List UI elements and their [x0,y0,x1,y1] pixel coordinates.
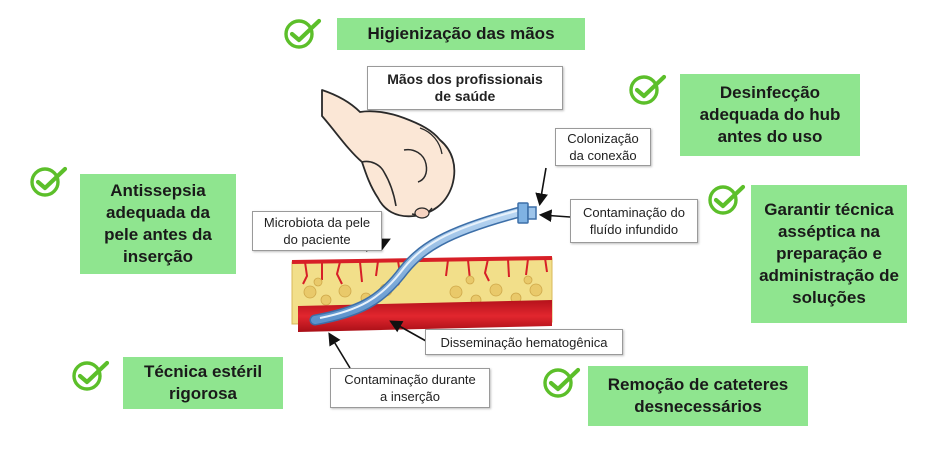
action-text: Higienização das mãos [367,24,555,43]
label-fluid-contamination: Contaminação do fluído infundido [570,199,698,243]
label-insertion-contamination: Contaminação durante a inserção [330,368,490,408]
checkmark-icon [72,360,110,391]
action-text: Antissepsia adequada da pele antes da in… [104,181,212,266]
checkmark-icon [543,367,581,398]
action-sterile-technique: Técnica estéril rigorosa [123,357,283,409]
label-hands: Mãos dos profissionais de saúde [367,66,563,110]
checkmark-icon [708,184,746,215]
label-skin-flora: Microbiota da pele do paciente [252,211,382,251]
label-text: Colonização da conexão [567,131,639,163]
checkmark-icon [629,74,667,105]
label-text: Contaminação do fluído infundido [583,205,685,237]
label-text: Contaminação durante a inserção [344,372,476,404]
label-text: Disseminação hematogênica [440,334,608,350]
checkmark-icon [30,166,68,197]
label-text: Microbiota da pele do paciente [263,215,371,247]
action-hand-hygiene: Higienização das mãos [337,18,585,50]
action-catheter-removal: Remoção de cateteres desnecessários [588,366,808,426]
action-text: Técnica estéril rigorosa [143,362,263,403]
action-skin-antisepsis: Antissepsia adequada da pele antes da in… [80,174,236,274]
label-text: Mãos dos profissionais de saúde [387,71,543,104]
label-colonization: Colonização da conexão [555,128,651,166]
action-hub-disinfection: Desinfecção adequada do hub antes do uso [680,74,860,156]
checkmark-icon [284,18,322,49]
action-text: Desinfecção adequada do hub antes do uso [699,83,841,146]
pointer-arrows [328,167,571,369]
action-text: Garantir técnica asséptica na preparação… [759,200,899,307]
action-text: Remoção de cateteres desnecessários [607,375,789,416]
label-hematogenous: Disseminação hematogênica [425,329,623,355]
hand-illustration [321,89,456,219]
catheter [309,202,537,326]
action-aseptic-technique: Garantir técnica asséptica na preparação… [751,185,907,323]
